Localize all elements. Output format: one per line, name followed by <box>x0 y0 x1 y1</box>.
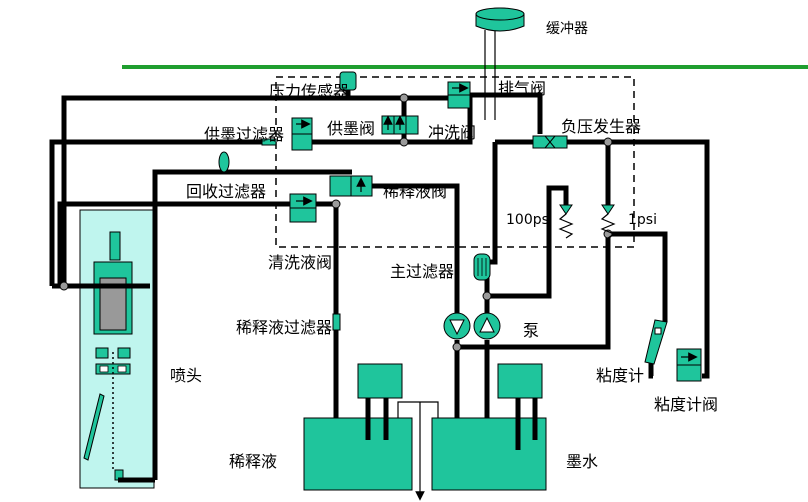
diluent-valve-label: 稀释液阀 <box>383 182 447 201</box>
ink-supply-filter-label: 供墨过滤器 <box>204 125 284 144</box>
viscometer-valve-component <box>676 348 702 382</box>
diluent-valve-component <box>329 175 373 197</box>
recovery-filter-label: 回收过滤器 <box>186 182 266 201</box>
viscometer-component <box>644 319 668 365</box>
negative-pressure-generator-component <box>532 135 568 149</box>
regulator-1psi <box>600 204 616 239</box>
exhaust-valve-label: 排气阀 <box>498 79 546 98</box>
pressure-sensor-label: 压力传感器 <box>269 82 349 101</box>
cleaning-valve-label: 清洗液阀 <box>268 253 332 272</box>
ink-tank-component <box>431 363 547 491</box>
buffer-label: 缓冲器 <box>546 21 588 37</box>
diluent-filter-component <box>332 313 341 331</box>
nozzle-label: 喷头 <box>170 366 202 385</box>
cleaning-valve-component <box>289 193 317 223</box>
main-filter-label: 主过滤器 <box>390 262 454 281</box>
main-filter-component <box>473 253 491 281</box>
regulator-100psi <box>558 204 574 239</box>
ink-supply-valve-component <box>291 115 419 151</box>
pipes <box>49 86 710 483</box>
pump-component <box>443 312 501 340</box>
ink-supply-filter-component <box>261 138 277 146</box>
diluent-tank-component <box>303 363 413 491</box>
flush-valve-label: 冲洗阀 <box>428 123 476 142</box>
exhaust-valve-component <box>447 81 471 109</box>
diluent-tank-label: 稀释液 <box>229 452 277 471</box>
buffer-component <box>475 7 525 120</box>
pressure-1psi-label: 1psi <box>628 212 657 228</box>
diluent-filter-label: 稀释液过滤器 <box>236 318 332 337</box>
ink-supply-valve-label: 供墨阀 <box>327 119 375 138</box>
viscometer-label: 粘度计 <box>596 366 644 385</box>
drain-outlet <box>397 401 439 501</box>
pump-label: 泵 <box>523 321 539 340</box>
recovery-filter-component <box>218 151 230 173</box>
viscometer-valve-label: 粘度计阀 <box>654 395 718 414</box>
ink-tank-label: 墨水 <box>566 452 598 471</box>
pressure-100psi-label: 100psi <box>506 212 553 228</box>
pressure-sensor-component <box>339 71 357 91</box>
nozzle-head <box>79 209 155 489</box>
negative-pressure-generator-label: 负压发生器 <box>561 117 641 136</box>
